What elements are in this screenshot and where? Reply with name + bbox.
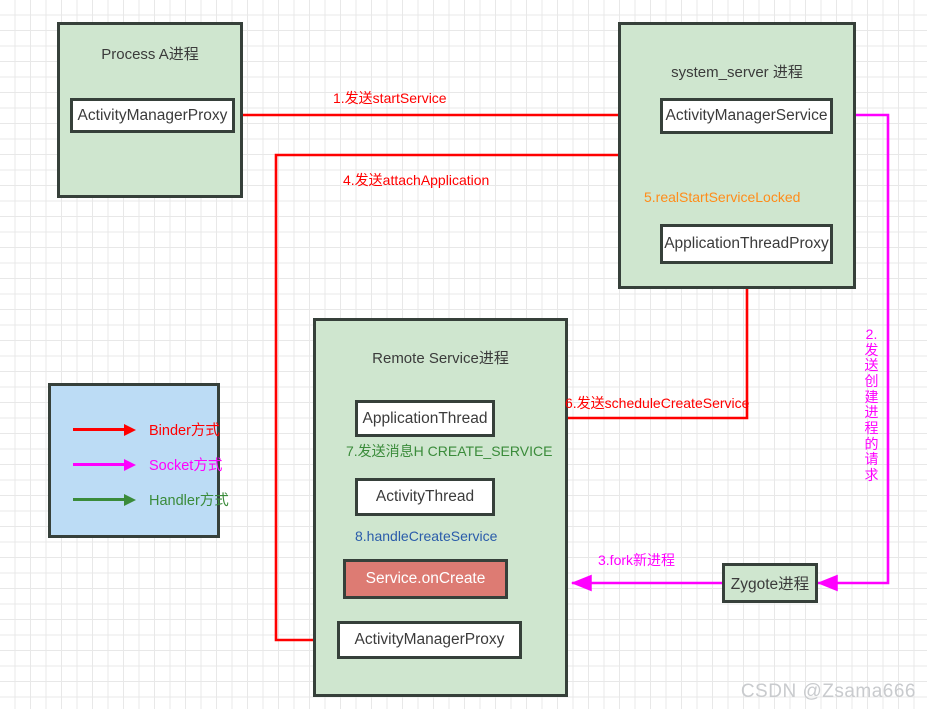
node-label: ActivityManagerProxy	[77, 106, 228, 124]
edge-label-step7: 7.发送消息H CREATE_SERVICE	[346, 443, 553, 459]
legend-box: Binder方式 Socket方式 Handler方式	[48, 383, 229, 538]
node-label: Zygote进程	[730, 576, 810, 593]
process-title-remote-service: Remote Service进程	[372, 350, 509, 367]
edge-label-step4: 4.发送attachApplication	[343, 172, 490, 188]
node-activity-thread[interactable]: ActivityThread	[355, 478, 495, 516]
edge-label-step3: 3.fork新进程	[598, 552, 676, 568]
node-label: ApplicationThread	[362, 409, 488, 427]
node-label: ApplicationThreadProxy	[664, 235, 829, 252]
process-title-process-a: Process A进程	[101, 46, 199, 63]
node-zygote[interactable]: Zygote进程	[722, 563, 818, 603]
legend-item-handler: Handler方式	[73, 489, 229, 510]
node-label: Service.onCreate	[365, 570, 486, 587]
edge-label-step8: 8.handleCreateService	[355, 528, 498, 544]
node-application-thread[interactable]: ApplicationThread	[355, 400, 495, 437]
edge-label-step5: 5.realStartServiceLocked	[644, 189, 801, 205]
legend-item-binder: Binder方式	[73, 419, 220, 440]
node-label: ActivityManagerService	[665, 107, 828, 124]
watermark: CSDN @Zsama666	[740, 681, 916, 702]
node-activity-manager-proxy-remote[interactable]: ActivityManagerProxy	[337, 621, 522, 659]
node-application-thread-proxy[interactable]: ApplicationThreadProxy	[660, 224, 833, 264]
binder-line-icon	[73, 428, 125, 431]
legend-label: Handler方式	[149, 493, 229, 509]
node-activity-manager-service[interactable]: ActivityManagerService	[660, 98, 833, 134]
edge-label-step1: 1.发送startService	[333, 90, 447, 106]
legend-label: Socket方式	[149, 458, 223, 474]
node-label: ActivityThread	[375, 488, 475, 505]
legend-item-socket: Socket方式	[73, 454, 222, 475]
node-service-oncreate[interactable]: Service.onCreate	[343, 559, 508, 599]
socket-line-icon	[73, 463, 125, 466]
handler-line-icon	[73, 498, 125, 501]
node-activity-manager-proxy-a[interactable]: ActivityManagerProxy	[70, 98, 235, 133]
process-title-system-server: system_server 进程	[671, 64, 803, 81]
edge-label-step2: 2.发送创建进程的请求	[864, 326, 879, 484]
legend-label: Binder方式	[149, 423, 220, 439]
node-label: ActivityManagerProxy	[354, 631, 505, 648]
edge-label-step6: 6.发送scheduleCreateService	[565, 395, 750, 411]
